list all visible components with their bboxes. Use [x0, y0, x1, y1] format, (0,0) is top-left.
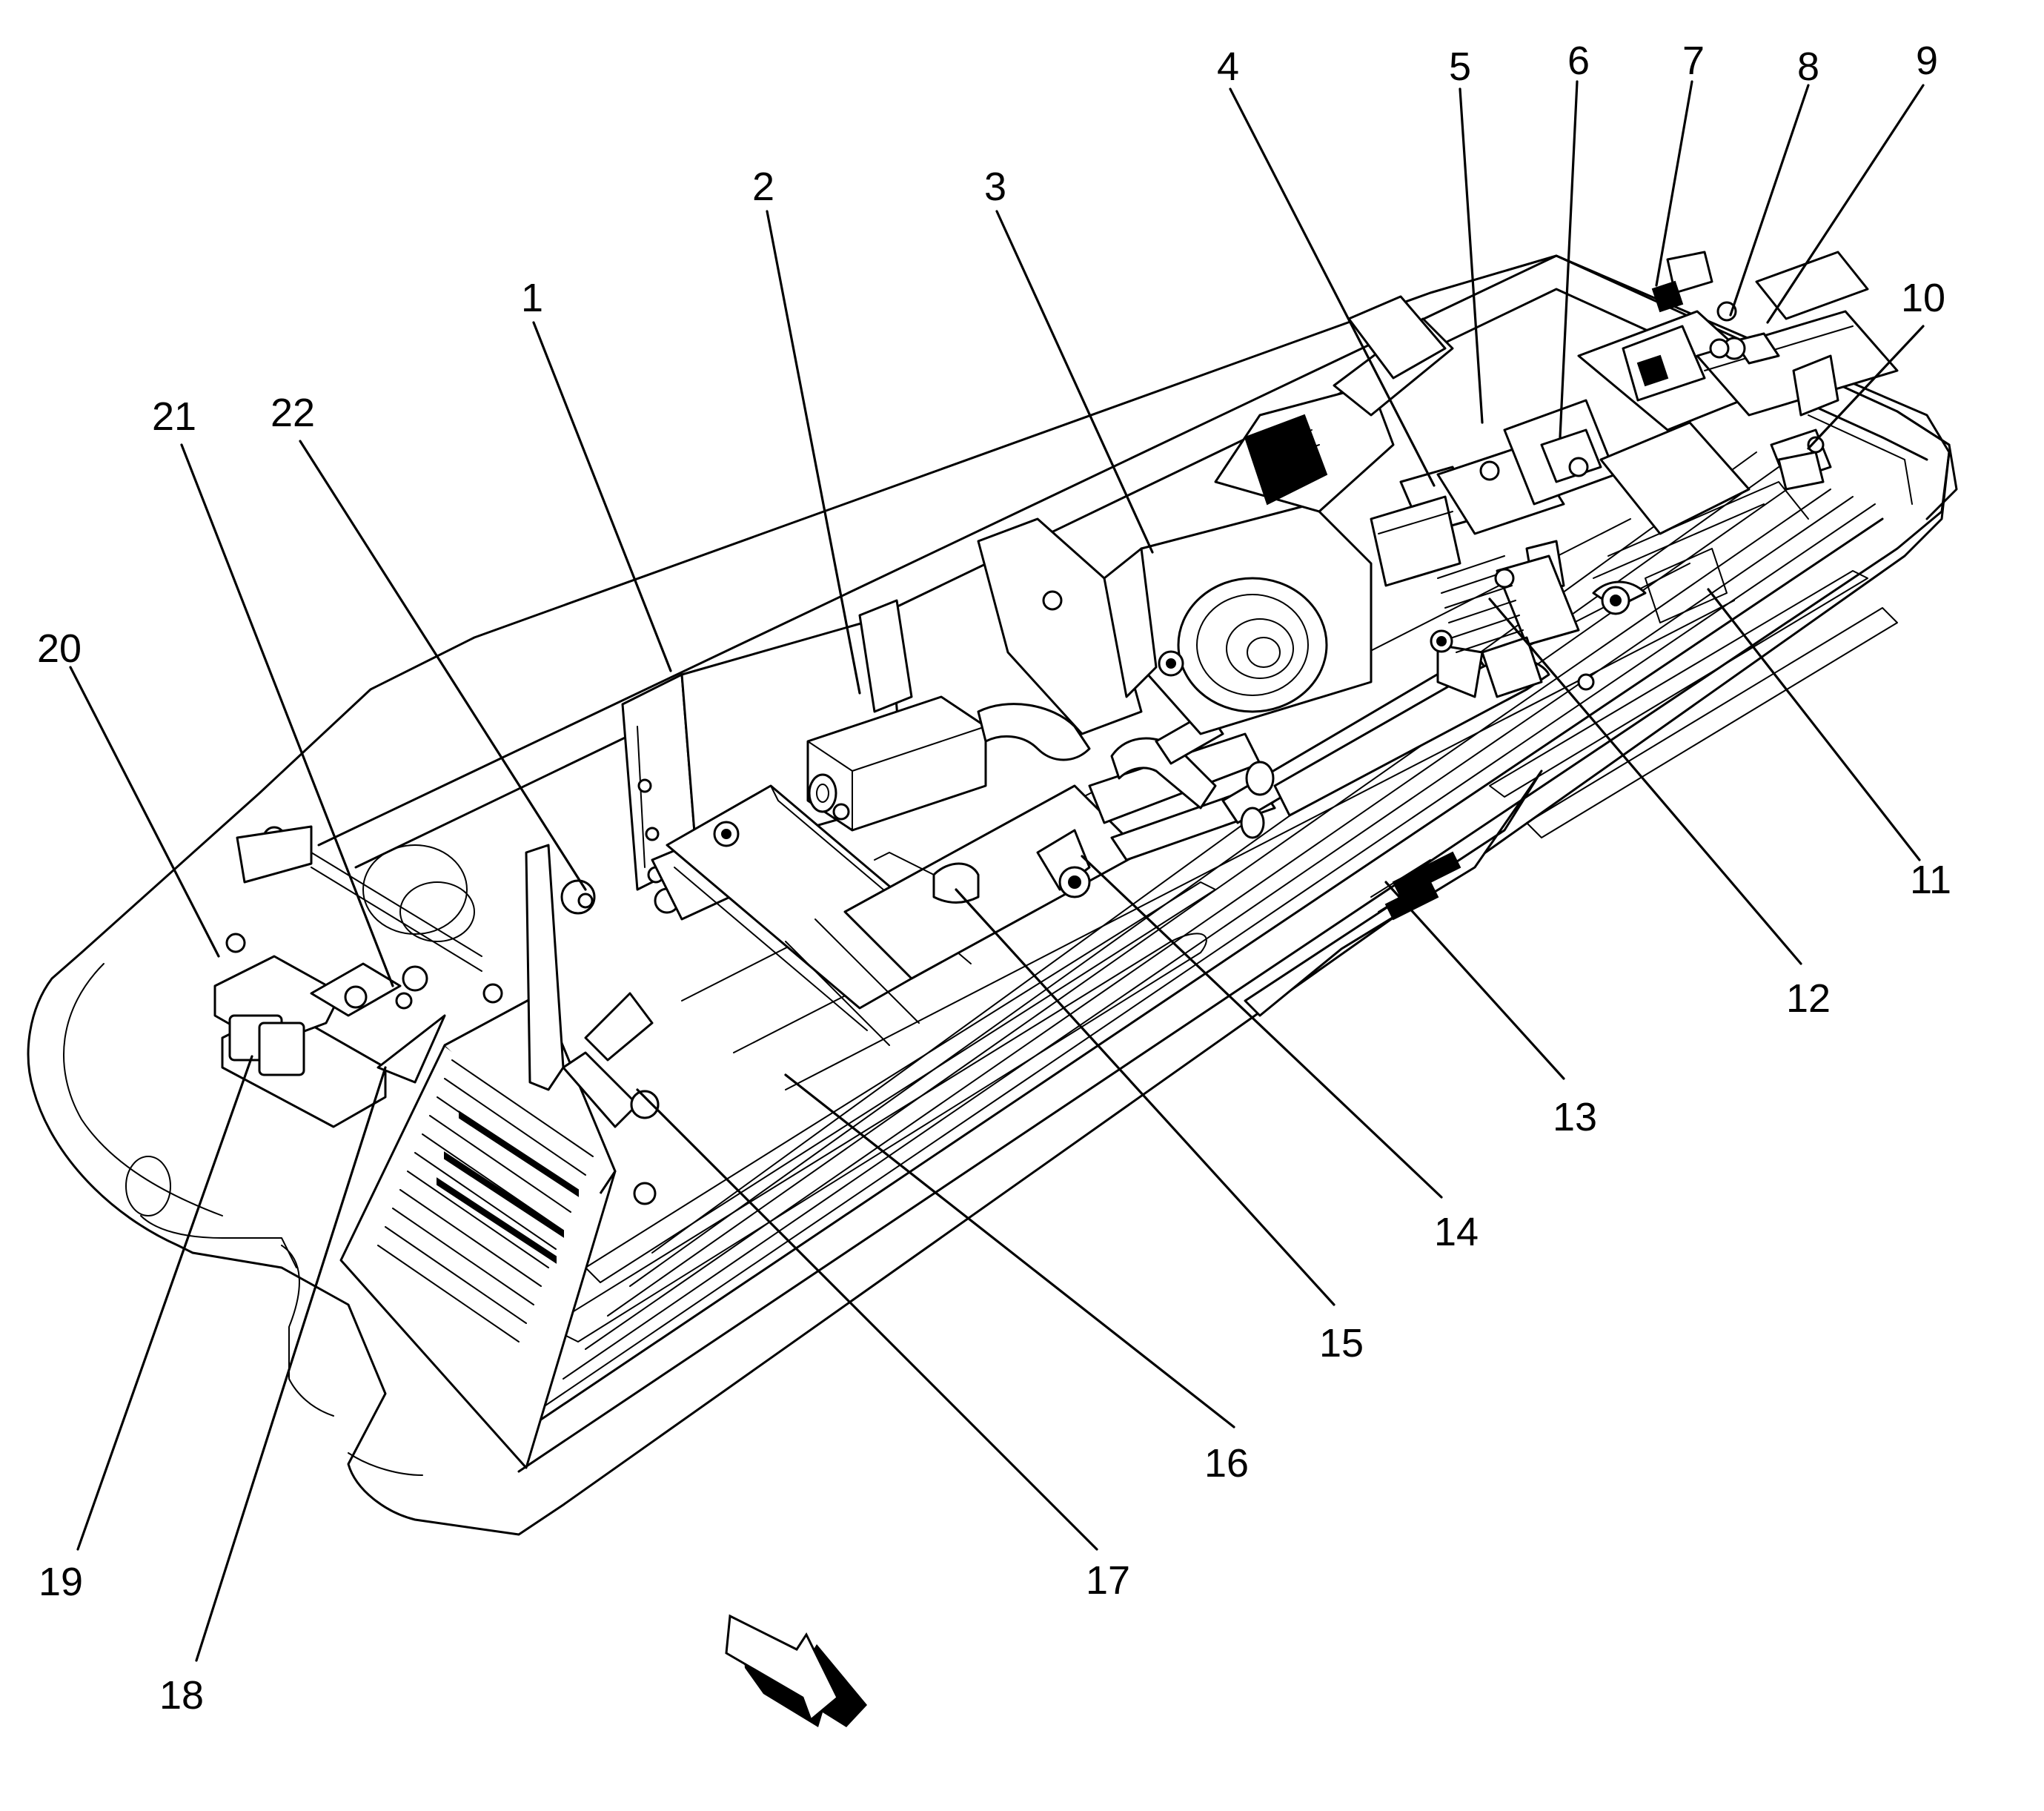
leader-9 — [1766, 84, 1925, 324]
callout-4: 4 — [1217, 44, 1239, 89]
callout-18: 18 — [159, 1673, 204, 1718]
callout-22: 22 — [271, 391, 315, 435]
callout-2: 2 — [752, 165, 774, 209]
callout-21: 21 — [152, 394, 196, 439]
leader-17 — [636, 1088, 1098, 1551]
right-rear-compartment — [1577, 251, 1899, 623]
louvered-grille-end-panel — [339, 992, 617, 1469]
callout-5: 5 — [1449, 44, 1471, 89]
leader-18 — [195, 1066, 387, 1662]
leader-22 — [299, 440, 587, 891]
leader-12 — [1488, 597, 1802, 965]
callout-15: 15 — [1319, 1321, 1364, 1365]
callout-labels: 1 2 3 4 5 6 7 8 9 10 11 12 13 14 15 16 1… — [37, 39, 1951, 1718]
callout-3: 3 — [984, 165, 1006, 209]
leader-20 — [69, 666, 220, 958]
leader-11 — [1707, 588, 1921, 861]
callout-14: 14 — [1434, 1210, 1479, 1254]
callout-10: 10 — [1901, 276, 1945, 320]
leader-10 — [1807, 325, 1925, 450]
leader-19 — [76, 1055, 253, 1551]
callout-20: 20 — [37, 626, 82, 671]
leader-14 — [1081, 855, 1443, 1199]
blower-fan-assembly — [977, 503, 1373, 735]
actuator-connector-cluster — [213, 825, 503, 1128]
leader-4 — [1229, 87, 1436, 487]
callout-11: 11 — [1910, 858, 1951, 902]
callout-13: 13 — [1553, 1095, 1597, 1139]
blower-motor-control-module — [806, 599, 987, 832]
callout-17: 17 — [1086, 1558, 1130, 1603]
leader-13 — [1384, 881, 1565, 1080]
leader-lines — [69, 80, 1925, 1662]
air-inlet-duct — [1214, 295, 1454, 513]
leader-16 — [784, 1073, 1235, 1428]
front-direction-arrow-icon — [725, 1614, 867, 1727]
leader-3 — [995, 210, 1154, 554]
callout-7: 7 — [1682, 39, 1705, 83]
right-actuator-assembly — [1370, 399, 1647, 698]
leader-8 — [1729, 84, 1810, 317]
callout-19: 19 — [39, 1560, 83, 1604]
leader-6 — [1559, 80, 1579, 439]
leader-15 — [955, 888, 1335, 1306]
coolant-hose-assembly — [874, 643, 1550, 904]
callout-1: 1 — [521, 276, 543, 320]
callout-12: 12 — [1786, 976, 1831, 1021]
front-mounting-tab — [1244, 769, 1543, 1017]
leader-21 — [180, 443, 394, 987]
leader-2 — [766, 210, 861, 695]
leader-5 — [1459, 87, 1484, 424]
leader-7 — [1655, 80, 1693, 287]
leader-1 — [532, 321, 672, 672]
floor-pan-outline — [27, 254, 1951, 1536]
callout-9: 9 — [1916, 39, 1938, 83]
callout-6: 6 — [1567, 39, 1590, 83]
callout-8: 8 — [1797, 44, 1819, 89]
callout-16: 16 — [1204, 1441, 1249, 1486]
